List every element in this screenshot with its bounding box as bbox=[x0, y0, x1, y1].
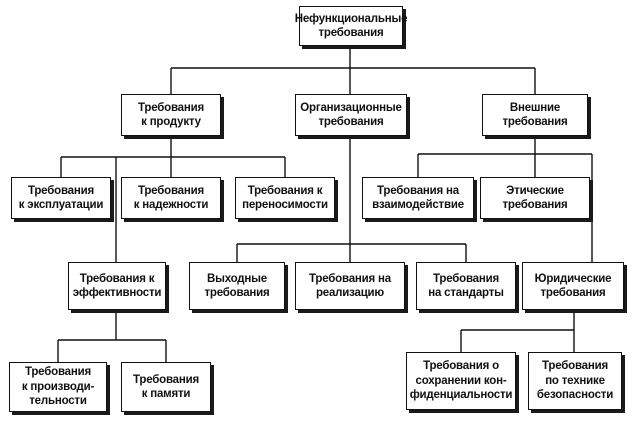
node-interaction: Требования на взаимодействие bbox=[362, 177, 474, 219]
node-confidentiality: Требования о сохранении кон- фиденциальн… bbox=[406, 352, 516, 410]
node-root: Нефункциональные требования bbox=[295, 6, 407, 46]
node-standards: Требования на стандарты bbox=[416, 262, 516, 310]
node-output: Выходные требования bbox=[189, 262, 285, 310]
node-external: Внешние требования bbox=[482, 94, 588, 136]
node-implementation: Требования на реализацию bbox=[295, 262, 405, 310]
node-org: Организационные требования bbox=[295, 94, 407, 136]
node-usage: Требования к эксплуатации bbox=[11, 177, 111, 219]
node-legal: Юридические требования bbox=[522, 262, 624, 310]
node-product: Требования к продукту bbox=[121, 94, 221, 136]
node-ethical: Этические требования bbox=[480, 177, 590, 219]
node-memory: Требования к памяти bbox=[121, 362, 211, 412]
node-performance: Требования к производи- тельности bbox=[9, 362, 107, 412]
node-reliability: Требования к надежности bbox=[121, 177, 221, 219]
node-efficiency: Требования к эффективности bbox=[68, 262, 166, 310]
node-safety: Требования по технике безопасности bbox=[528, 352, 622, 410]
node-portability: Требования к переносимости bbox=[235, 177, 335, 219]
